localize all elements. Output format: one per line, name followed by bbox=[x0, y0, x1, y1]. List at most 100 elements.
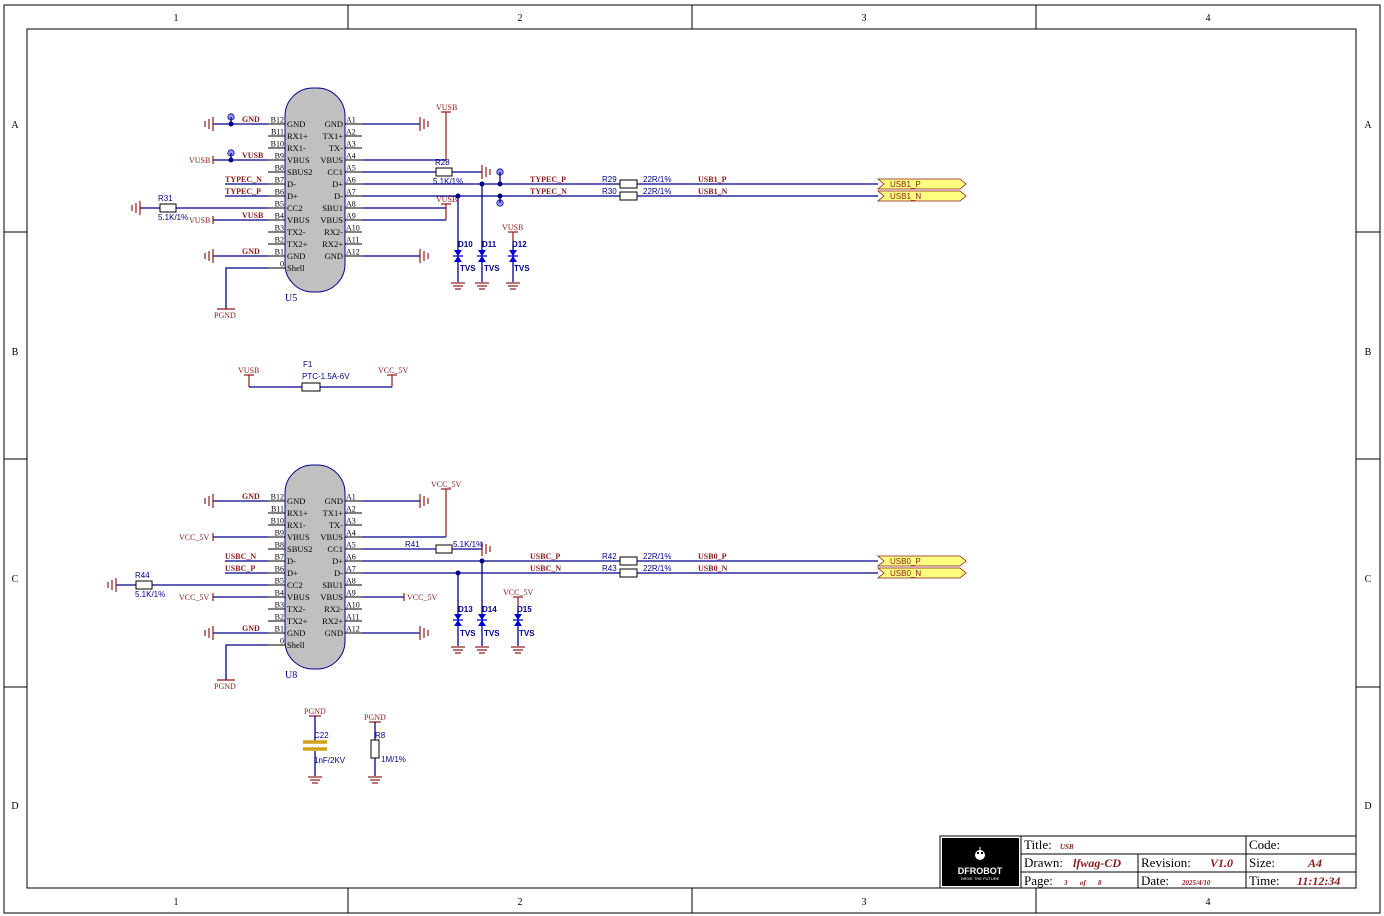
u8-usbc-n-net: USBC_N bbox=[225, 552, 256, 561]
pin-name: RX2- bbox=[324, 227, 343, 237]
u5-vusb-net: VUSB bbox=[189, 156, 210, 165]
pin-name: VBUS bbox=[287, 532, 310, 542]
pin-number: A3 bbox=[346, 517, 356, 526]
usb-c-connector-u5[interactable]: U5 bbox=[284, 87, 346, 304]
port-usb1-p[interactable]: USB1_P bbox=[876, 178, 967, 190]
pin-name: Shell bbox=[287, 640, 305, 650]
u8-usb-p-net: USB0_P bbox=[698, 552, 727, 561]
pin-name: GND bbox=[325, 496, 343, 506]
pin-number: B7 bbox=[275, 176, 284, 185]
port-usb0-n-label: USB0_N bbox=[890, 569, 921, 578]
pin-number: B9 bbox=[275, 152, 284, 161]
u5-gnd2-net: GND bbox=[242, 247, 260, 256]
d15-ref: D15 bbox=[517, 605, 532, 614]
pin-name: TX1+ bbox=[323, 508, 344, 518]
r29-ref: R29 bbox=[602, 175, 617, 184]
col-label-bottom: 3 bbox=[862, 897, 867, 908]
d14-value: TVS bbox=[484, 629, 500, 638]
pin-number: A4 bbox=[346, 529, 356, 538]
u5-vusb3-net: VUSB bbox=[436, 103, 457, 112]
title-label: Title: bbox=[1024, 837, 1052, 852]
d11-ref: D11 bbox=[482, 240, 497, 249]
size-label: Size: bbox=[1249, 855, 1275, 870]
pin-name: VBUS bbox=[320, 215, 343, 225]
col-label-bottom: 1 bbox=[174, 897, 179, 908]
pin-name: RX1- bbox=[287, 143, 306, 153]
u5-usb-n-net: USB1_N bbox=[698, 187, 728, 196]
r42-value: 22R/1% bbox=[643, 552, 671, 561]
port-usb0-n[interactable]: USB0_N bbox=[876, 567, 967, 579]
pin-number: B6 bbox=[275, 188, 284, 197]
usb-c-connector-u8[interactable]: U8 bbox=[284, 464, 346, 681]
r43-value: 22R/1% bbox=[643, 564, 671, 573]
u8-usbc-n-right: USBC_N bbox=[530, 564, 561, 573]
f1-ref: F1 bbox=[303, 360, 313, 369]
d13-value: TVS bbox=[460, 629, 476, 638]
f1-value: PTC-1.5A-6V bbox=[302, 372, 350, 381]
u5-vusb2-net: VUSB bbox=[189, 216, 210, 225]
fuse-f1[interactable]: VUSB VCC_5V F1 PTC-1.5A-6V bbox=[238, 360, 408, 392]
d10-ref: D10 bbox=[458, 240, 473, 249]
row-label-left: D bbox=[11, 801, 18, 812]
pin-name: D- bbox=[287, 179, 296, 189]
pin-name: VBUS bbox=[320, 155, 343, 165]
pin-name: RX2+ bbox=[322, 239, 343, 249]
u5-typec-p-right: TYPEC_P bbox=[530, 175, 566, 184]
page-label: Page: bbox=[1024, 873, 1053, 888]
r42-ref: R42 bbox=[602, 552, 617, 561]
d15-value: TVS bbox=[519, 629, 535, 638]
drawing-frame: 1 2 3 4 1 2 3 4 A B C D A B C D bbox=[3, 4, 1381, 914]
pin-number: A3 bbox=[346, 140, 356, 149]
pin-number: B11 bbox=[271, 505, 284, 514]
port-usb0-p[interactable]: USB0_P bbox=[876, 555, 967, 567]
pin-name: RX1- bbox=[287, 520, 306, 530]
time-value: 11:12:34 bbox=[1297, 874, 1340, 888]
pin-name: SBUS2 bbox=[287, 544, 313, 554]
col-label-bottom: 4 bbox=[1206, 897, 1211, 908]
r30-ref: R30 bbox=[602, 187, 617, 196]
pin-number: B11 bbox=[271, 128, 284, 137]
pin-number: A5 bbox=[346, 164, 356, 173]
logo-tagline: DRIVE THE FUTURE bbox=[961, 876, 1000, 881]
col-label-top: 4 bbox=[1206, 13, 1211, 24]
pin-number: B3 bbox=[275, 601, 284, 610]
pin-name: GND bbox=[287, 628, 305, 638]
u5-vusb-label: VUSB bbox=[242, 151, 264, 160]
u8-ref: U8 bbox=[285, 670, 297, 681]
pin-number: A11 bbox=[346, 236, 359, 245]
u8-vcc3-net: VCC_5V bbox=[431, 480, 461, 489]
pin-number: A1 bbox=[346, 116, 356, 125]
pin-number: B12 bbox=[271, 493, 284, 502]
r44-ref: R44 bbox=[135, 571, 150, 580]
pin-number: B9 bbox=[275, 529, 284, 538]
resistor-r8[interactable]: PGND R8 1M/1% bbox=[364, 713, 406, 784]
pin-number: 0 bbox=[280, 637, 284, 646]
d14-ref: D14 bbox=[482, 605, 497, 614]
port-usb1-n[interactable]: USB1_N bbox=[876, 190, 967, 202]
d12-vusb: VUSB bbox=[502, 223, 523, 232]
u8-left-wiring: GND VCC_5V USBC_N USBC_P R44 5.1K/1% VCC… bbox=[107, 492, 268, 691]
pin-name: D- bbox=[334, 191, 343, 201]
pin-name: CC1 bbox=[327, 167, 343, 177]
port-usb0-p-label: USB0_P bbox=[890, 557, 921, 566]
col-label-top: 3 bbox=[862, 13, 867, 24]
pin-number: B3 bbox=[275, 224, 284, 233]
row-label-left: C bbox=[12, 574, 19, 585]
drawn-value: lfwag-CD bbox=[1073, 856, 1121, 870]
r8-ref: R8 bbox=[375, 731, 386, 740]
r8-value: 1M/1% bbox=[381, 755, 406, 764]
u5-pgnd-net: PGND bbox=[214, 311, 236, 320]
d10-value: TVS bbox=[460, 264, 476, 273]
revision-label: Revision: bbox=[1141, 855, 1191, 870]
d13-ref: D13 bbox=[458, 605, 473, 614]
pin-name: TX- bbox=[329, 143, 343, 153]
row-label-left: B bbox=[12, 347, 19, 358]
pin-number: B2 bbox=[275, 613, 284, 622]
u5-vusb2-label: VUSB bbox=[242, 211, 264, 220]
capacitor-c22[interactable]: PGND C22 1nF/2KV bbox=[303, 707, 346, 784]
pin-name: D- bbox=[334, 568, 343, 578]
date-value: 2025/4/10 bbox=[1181, 879, 1211, 887]
pin-number: A8 bbox=[346, 577, 356, 586]
pin-name: GND bbox=[325, 119, 343, 129]
